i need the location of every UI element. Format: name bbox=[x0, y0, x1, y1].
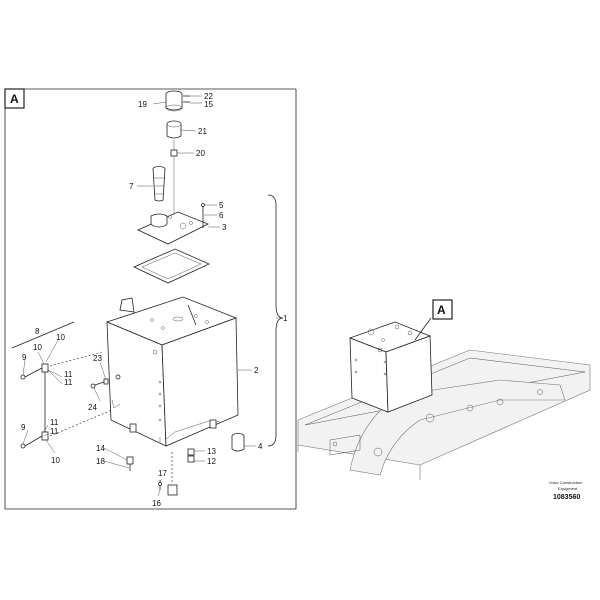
view-marker-box bbox=[4, 88, 25, 109]
callout-7: 7 bbox=[129, 182, 134, 191]
callout-16: 16 bbox=[152, 499, 161, 508]
callout-14: 14 bbox=[96, 444, 105, 453]
callout-11-b: 11 bbox=[64, 378, 73, 387]
view-marker: A bbox=[10, 92, 19, 106]
detail-frame: A bbox=[4, 88, 297, 510]
callout-4: 4 bbox=[258, 442, 263, 451]
filler-strainer bbox=[152, 166, 166, 202]
callout-10-mid: 10 bbox=[33, 343, 42, 352]
mounting-bolt bbox=[90, 374, 121, 389]
callout-8: 8 bbox=[35, 327, 40, 336]
assembly-bracket bbox=[267, 194, 284, 447]
cover-bolts bbox=[201, 203, 205, 228]
footer: Volvo Construction Equipment 1083560 bbox=[549, 480, 582, 501]
callout-18: 18 bbox=[96, 457, 105, 466]
return-filter bbox=[231, 433, 245, 452]
callout-11-a: 11 bbox=[64, 370, 73, 379]
connector-fitting bbox=[170, 140, 178, 215]
callout-labels: 19 22 15 21 20 7 5 6 3 1 2 4 8 10 10 9 2… bbox=[21, 92, 288, 508]
callout-6: 6 bbox=[219, 211, 224, 220]
drain-fittings bbox=[126, 448, 195, 496]
callout-11-c: 11 bbox=[50, 418, 59, 427]
brand-line-2: Equipment bbox=[558, 486, 578, 491]
callout-10-bottom: 10 bbox=[51, 456, 60, 465]
callout-20: 20 bbox=[196, 149, 205, 158]
callout-11-d: 11 bbox=[50, 427, 59, 436]
callout-9-top: 9 bbox=[22, 353, 27, 362]
filter-cartridge bbox=[166, 120, 182, 139]
callout-21: 21 bbox=[198, 127, 207, 136]
callout-3: 3 bbox=[222, 223, 227, 232]
callout-5: 5 bbox=[219, 201, 224, 210]
callout-22: 22 bbox=[204, 92, 213, 101]
drawing-number: 1083560 bbox=[553, 494, 580, 501]
callout-1: 1 bbox=[283, 314, 288, 323]
callout-15: 15 bbox=[204, 100, 213, 109]
machine-locator-view: A bbox=[297, 299, 591, 480]
callout-13: 13 bbox=[207, 447, 216, 456]
callout-19: 19 bbox=[138, 100, 147, 109]
callout-23: 23 bbox=[93, 354, 102, 363]
callout-24: 24 bbox=[88, 403, 97, 412]
brand-line-1: Volvo Construction bbox=[549, 480, 582, 485]
callout-10-top: 10 bbox=[56, 333, 65, 342]
breather-cap bbox=[165, 90, 190, 112]
leader-lines bbox=[22, 95, 281, 497]
cover-plate bbox=[137, 211, 209, 245]
sight-gauge-assembly bbox=[11, 321, 113, 449]
callout-9-bottom: 9 bbox=[21, 423, 26, 432]
callout-12: 12 bbox=[207, 457, 216, 466]
detail-marker: A bbox=[437, 303, 446, 317]
detail-marker-box bbox=[432, 299, 453, 320]
hydraulic-tank bbox=[105, 296, 239, 447]
callout-2: 2 bbox=[254, 366, 259, 375]
gasket bbox=[133, 248, 210, 284]
callout-17: 17 bbox=[158, 469, 167, 478]
